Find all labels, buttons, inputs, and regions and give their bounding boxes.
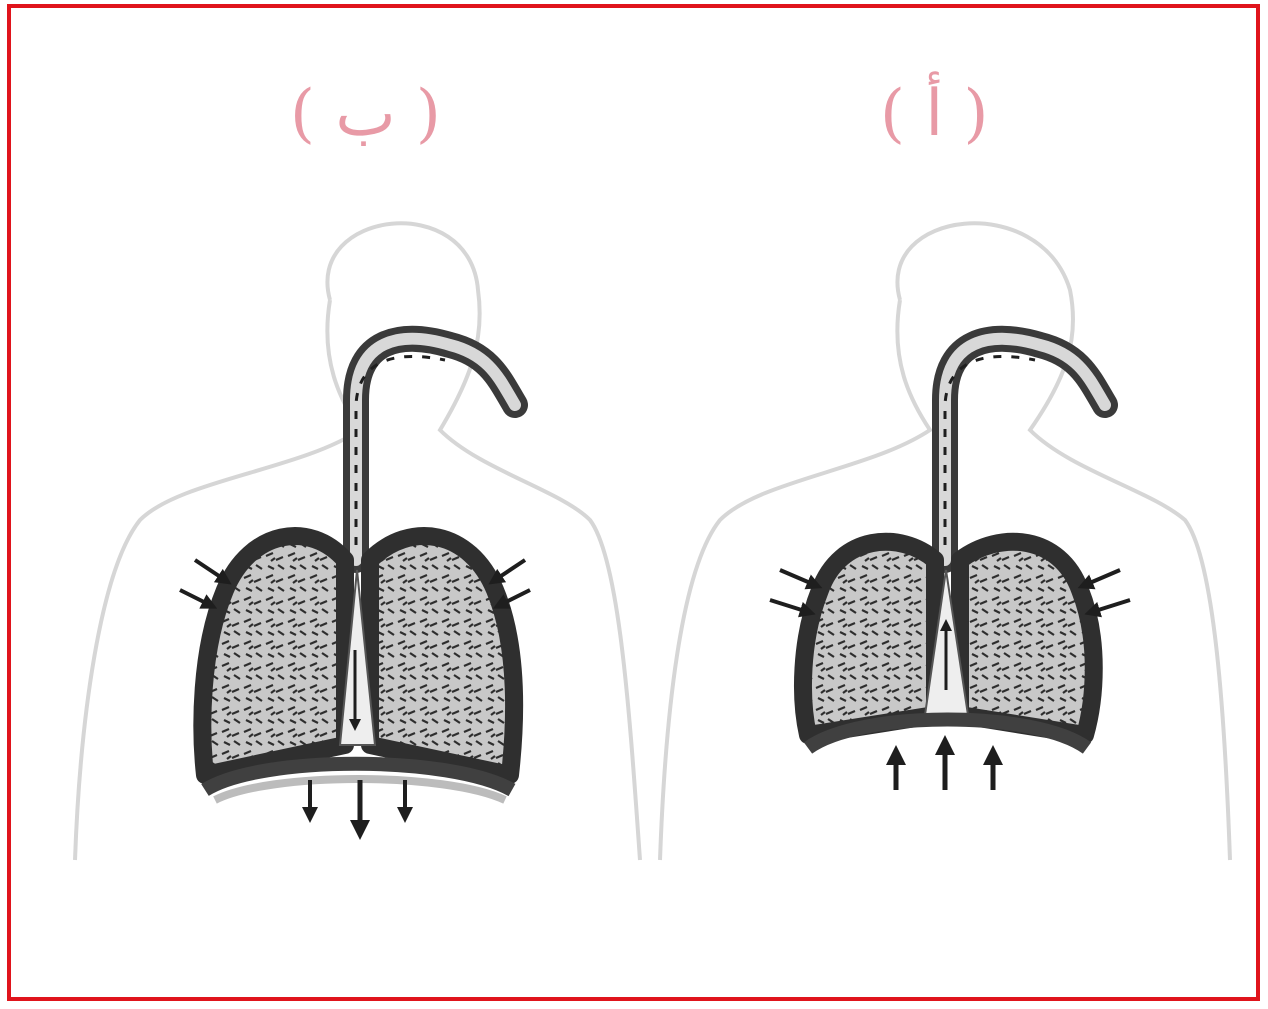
left-lung-a <box>803 542 935 735</box>
right-lung-b <box>370 536 514 775</box>
diaphragm-a <box>808 720 1087 749</box>
left-lung-b <box>202 536 345 775</box>
figure-b-exhale <box>75 223 640 860</box>
figure-a-inhale <box>660 223 1230 860</box>
right-lung-a <box>960 542 1094 735</box>
